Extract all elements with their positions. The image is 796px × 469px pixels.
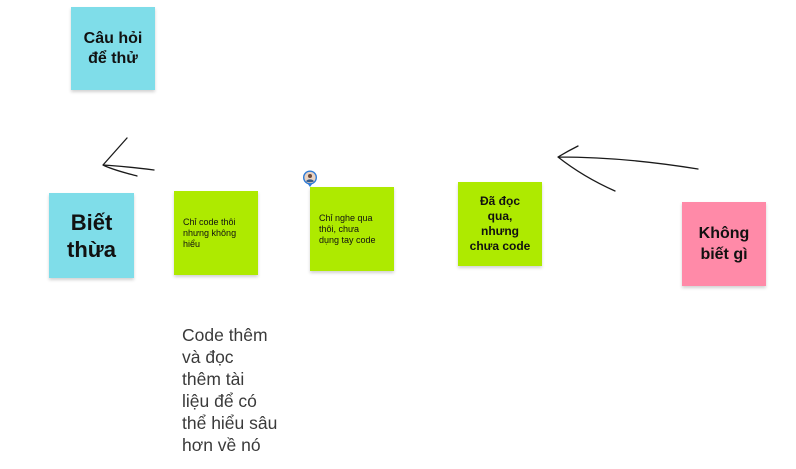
note-line: Chỉ nghe qua [319, 212, 373, 223]
note-line: biết gì [700, 246, 748, 263]
sticky-note-chi-code[interactable]: Chỉ code thôi nhưng không hiểu [174, 191, 258, 275]
text-line: Code thêm [182, 325, 268, 345]
sticky-note-text: Biết thừa [67, 209, 116, 263]
note-line: nhưng [480, 224, 519, 238]
hand-drawn-arrow-right[interactable] [557, 145, 699, 192]
note-line: chưa code [469, 239, 531, 253]
free-text-box[interactable]: Code thêm và đọc thêm tài liệu để có thể… [182, 324, 294, 456]
note-line: Đã đọc [479, 194, 520, 208]
sticky-note-da-doc[interactable]: Đã đọc qua, nhưng chưa code [458, 182, 542, 266]
sticky-note-text: Chỉ code thôi nhưng không hiểu [183, 217, 236, 250]
note-line: Không [698, 225, 750, 242]
sticky-note-text: Không biết gì [699, 223, 750, 265]
note-line: thôi, chưa [319, 223, 360, 234]
note-line: nhưng không [183, 227, 237, 238]
note-line: Chỉ code thôi [183, 216, 236, 227]
note-line: hiểu [183, 238, 201, 249]
sticky-note-text: Đã đọc qua, nhưng chưa code [470, 194, 531, 254]
note-line: Câu hỏi [83, 29, 143, 47]
text-line: thể hiểu sâu [182, 413, 278, 433]
text-line: liệu để có [182, 391, 257, 411]
sticky-note-biet-thua[interactable]: Biết thừa [49, 193, 134, 278]
sticky-note-text: Chỉ nghe qua thôi, chưa dụng tay code [319, 213, 376, 246]
note-line: dụng tay code [319, 234, 376, 245]
sticky-note-chi-nghe[interactable]: Chỉ nghe qua thôi, chưa dụng tay code [310, 187, 394, 271]
text-line: và đọc [182, 347, 234, 367]
text-line: hơn về nó [182, 435, 261, 455]
note-line: qua, [487, 209, 513, 223]
hand-drawn-arrow-left[interactable] [102, 137, 155, 177]
sticky-note-text: Câu hỏi để thử [84, 29, 143, 69]
user-avatar-pin-icon[interactable] [302, 170, 318, 188]
sticky-note-khong-biet[interactable]: Không biết gì [682, 202, 766, 286]
note-line: Biết [70, 209, 113, 235]
note-line: thừa [67, 236, 116, 262]
note-line: để thử [88, 49, 138, 67]
sticky-note-cau-hoi[interactable]: Câu hỏi để thử [71, 7, 155, 90]
text-line: thêm tài [182, 369, 245, 389]
